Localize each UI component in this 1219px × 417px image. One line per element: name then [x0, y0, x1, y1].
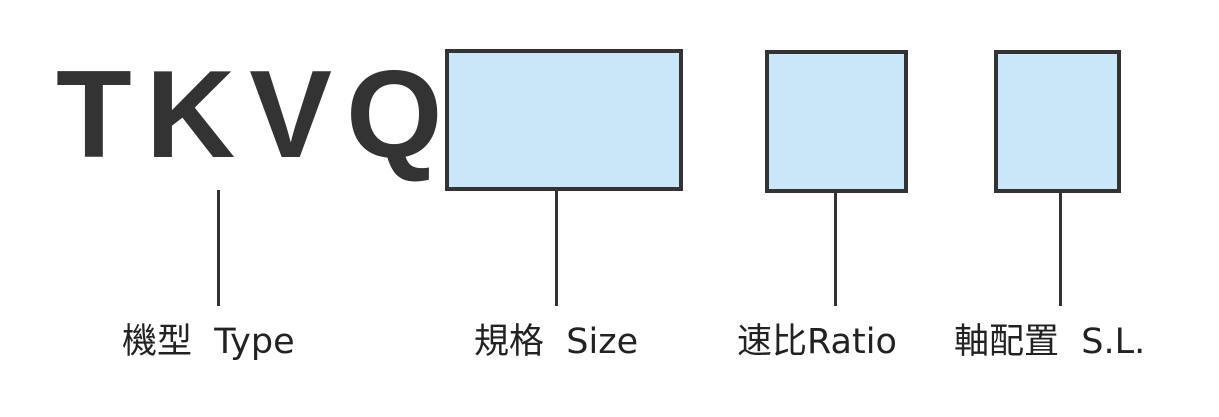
size-label: 規格 Size — [474, 322, 639, 362]
ratio-label: 速比Ratio — [737, 322, 897, 362]
model-code: TKVQ — [56, 46, 457, 184]
shaft-layout-label: 軸配置 S.L. — [954, 322, 1146, 362]
type-leader-line — [217, 190, 220, 306]
size-leader-line — [555, 189, 558, 306]
size-box — [445, 49, 683, 191]
ratio-box — [765, 50, 908, 193]
type-label: 機型 Type — [122, 322, 295, 362]
shaft-layout-leader-line — [1059, 191, 1062, 306]
ratio-leader-line — [834, 191, 837, 306]
shaft-layout-box — [994, 50, 1121, 193]
